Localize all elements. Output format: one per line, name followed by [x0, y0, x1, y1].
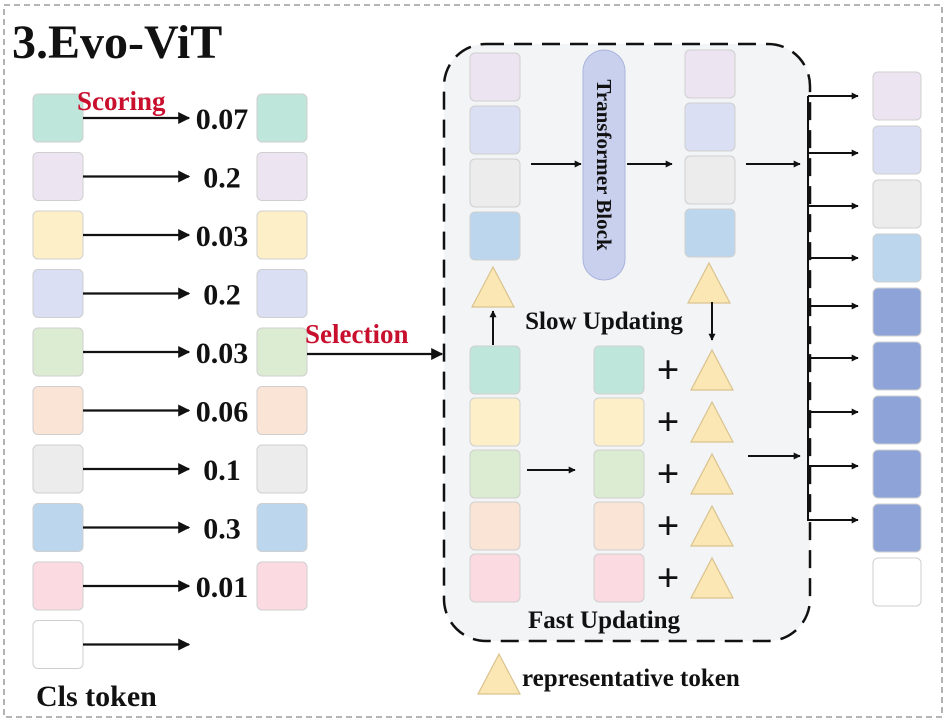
output-token-7: [872, 395, 922, 445]
cls-token-label: Cls token: [36, 680, 157, 713]
input-token-8: [32, 503, 84, 552]
slow-representative-token-in: [471, 265, 515, 308]
slow-representative-token-out: [687, 261, 731, 304]
slow-output-token-2: [684, 102, 736, 152]
fast-plus-sign-3: +: [657, 451, 680, 496]
scored-token-4: [256, 269, 308, 318]
selection-label: Selection: [305, 319, 408, 349]
fast-representative-token-3: [690, 452, 734, 495]
fast-updating-label: Fast Updating: [528, 607, 681, 634]
input-token-5: [32, 327, 84, 377]
token-layer: [32, 49, 922, 695]
fast-plus-sign-1: +: [657, 347, 680, 392]
cls-token: [32, 620, 84, 669]
slow-input-token-1: [469, 52, 521, 102]
fast-output-token-1: [593, 345, 645, 395]
fast-input-token-1: [469, 345, 521, 395]
scored-token-6: [256, 386, 308, 435]
output-token-3: [872, 179, 922, 229]
fast-input-token-3: [469, 449, 521, 499]
output-token-6: [872, 341, 922, 391]
output-token-5: [872, 287, 922, 337]
scored-token-7: [256, 444, 308, 494]
slow-output-token-1: [684, 49, 736, 99]
slow-updating-label: Slow Updating: [525, 308, 683, 335]
scored-token-8: [256, 503, 308, 552]
score-value-2: 0.2: [203, 162, 241, 195]
slow-input-token-3: [469, 158, 521, 208]
fast-plus-sign-5: +: [657, 555, 680, 600]
score-value-5: 0.03: [196, 337, 249, 370]
input-token-4: [32, 269, 84, 318]
scored-token-2: [256, 152, 308, 201]
slow-output-token-3: [684, 155, 736, 205]
fast-input-token-2: [469, 397, 521, 447]
legend-label: representative token: [522, 665, 740, 692]
fast-output-token-4: [593, 501, 645, 551]
output-token-9: [872, 503, 922, 553]
scored-token-3: [256, 210, 308, 260]
arrow-layer: [83, 92, 859, 651]
fast-output-token-2: [593, 397, 645, 447]
input-token-3: [32, 210, 84, 260]
input-token-2: [32, 152, 84, 201]
score-value-8: 0.3: [203, 513, 241, 546]
fast-plus-sign-4: +: [657, 503, 680, 548]
slow-output-token-4: [684, 208, 736, 258]
fast-output-token-3: [593, 449, 645, 499]
input-token-9: [32, 561, 84, 611]
legend-representative-token-icon: [477, 652, 521, 695]
outer-frame: [3, 4, 943, 718]
scored-token-5: [256, 327, 308, 377]
fast-output-token-5: [593, 553, 645, 603]
output-token-8: [872, 449, 922, 499]
score-value-4: 0.2: [203, 279, 241, 312]
transformer-block: [582, 49, 626, 281]
input-token-1: [32, 93, 84, 143]
output-token-4: [872, 233, 922, 283]
fast-input-token-4: [469, 501, 521, 551]
score-value-1: 0.07: [196, 103, 249, 136]
scored-token-9: [256, 561, 308, 611]
scored-token-1: [256, 93, 308, 143]
diagram-title: 3.Evo-ViT: [12, 16, 222, 69]
output-token-1: [872, 71, 922, 121]
slow-input-token-2: [469, 105, 521, 155]
fast-representative-token-2: [690, 400, 734, 443]
slow-input-token-4: [469, 211, 521, 261]
output-token-2: [872, 125, 922, 175]
fast-representative-token-4: [690, 504, 734, 547]
fast-plus-sign-2: +: [657, 399, 680, 444]
input-token-7: [32, 444, 84, 494]
score-value-6: 0.06: [196, 396, 249, 429]
fast-representative-token-1: [690, 348, 734, 391]
score-value-7: 0.1: [203, 454, 241, 487]
transformer-block-label: Transformer Block: [592, 79, 616, 251]
score-value-9: 0.01: [196, 571, 249, 604]
input-token-6: [32, 386, 84, 435]
fast-representative-token-5: [690, 556, 734, 599]
scoring-label: Scoring: [77, 86, 166, 116]
merge-bracket: [807, 96, 859, 524]
score-value-3: 0.03: [196, 220, 249, 253]
fast-input-token-5: [469, 553, 521, 603]
output-token-10: [872, 557, 922, 607]
